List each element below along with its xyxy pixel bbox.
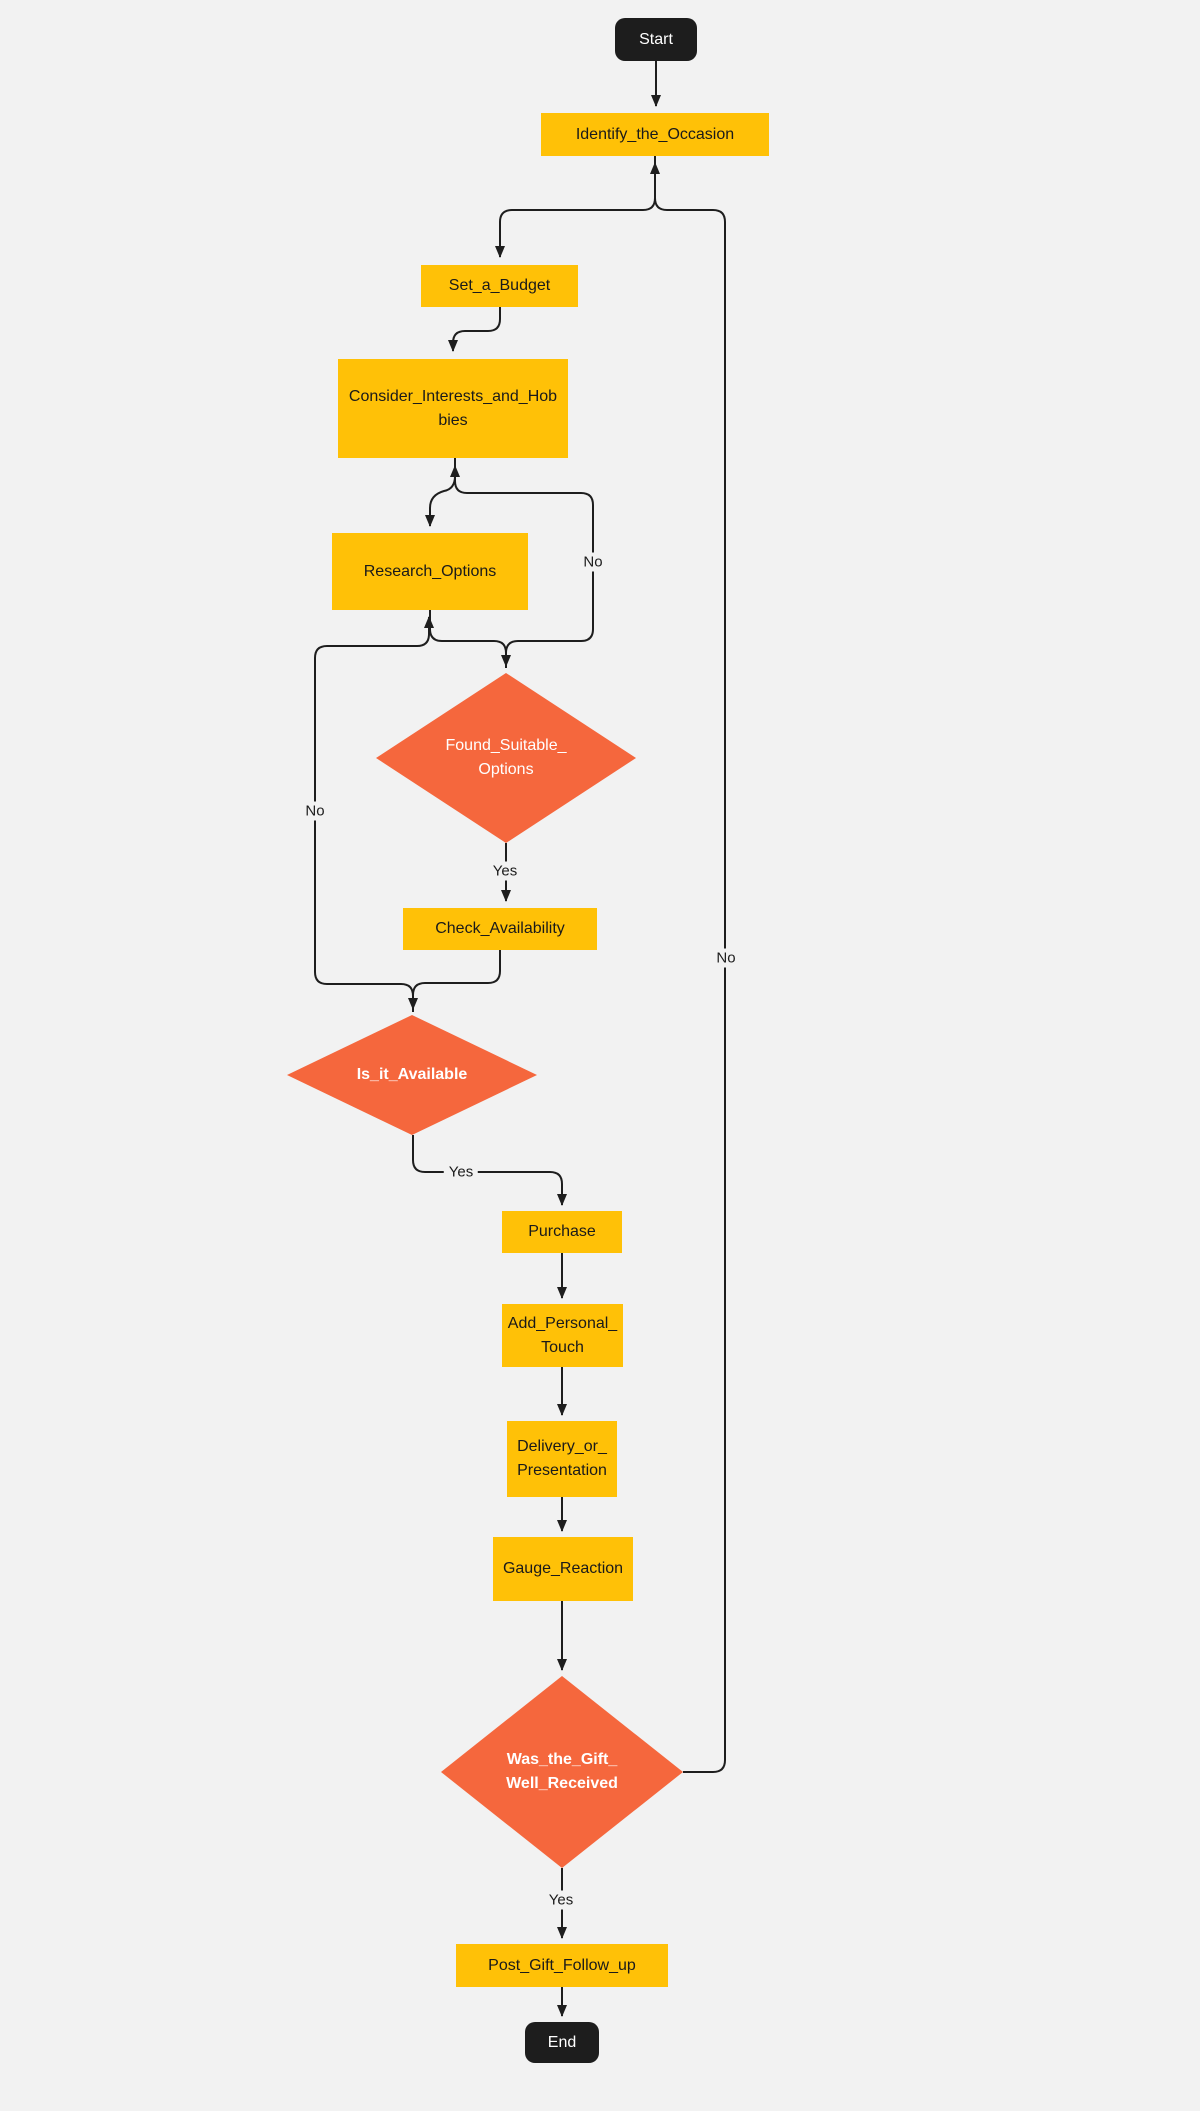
node-isit-label: Is_it_Available (357, 1063, 468, 1087)
node-label-line: End (547, 2033, 577, 2051)
node-delivery: Delivery_or_ Presentation (507, 1421, 617, 1497)
node-label-line: Gauge_Reaction (502, 1560, 624, 1577)
edge-isit-to-purchase (412, 1135, 567, 1206)
node-label-line: Start (639, 30, 673, 48)
node-wasgift-diamond (441, 1676, 683, 1868)
node-label-line: Delivery_or_ (517, 1438, 607, 1455)
node-label-line: Is_it_Available (356, 1066, 468, 1083)
node-gauge: Gauge_Reaction (493, 1537, 633, 1601)
node-touch: Add_Personal_ Touch (502, 1304, 623, 1367)
node-purchase: Purchase (502, 1211, 622, 1253)
node-check: Check_Availability (403, 908, 597, 950)
node-label-line: Was_the_Gift_ (506, 1751, 618, 1768)
node-postgift: Post_Gift_Follow_up (456, 1944, 668, 1987)
node-found-diamond (376, 673, 636, 843)
node-label-line: bies (438, 411, 468, 429)
node-research: Research_Options (332, 533, 528, 610)
edge-label-yes-found: Yes (487, 861, 523, 881)
edge-identify-to-budget (495, 156, 656, 258)
edge-label-yes-isit: Yes (443, 1162, 479, 1182)
node-label-line: Set_a_Budget (448, 277, 551, 294)
node-identify: Identify_the_Occasion (541, 113, 769, 156)
node-found-label: Found_Suitable_ Options (446, 734, 567, 782)
node-isit-diamond (287, 1015, 537, 1135)
edge-label-no-found: No (578, 552, 608, 572)
edge-budget-to-consider (448, 307, 501, 352)
node-label-line: Check_Availability (435, 920, 565, 937)
node-label-line: Well_Received (506, 1775, 618, 1792)
node-end: End (525, 2022, 599, 2063)
edge-isit-to-research (314, 616, 434, 1012)
node-label-line: Consider_Interests_and_Hob (348, 387, 558, 405)
edge-consider-to-research (425, 458, 456, 527)
node-label-line: Touch (541, 1338, 584, 1356)
edge-research-to-found (429, 610, 511, 667)
edge-wasgift-to-identify (650, 162, 726, 1773)
node-label-line: Found_Suitable_ (445, 737, 567, 754)
node-label-line: Post_Gift_Follow_up (488, 1956, 636, 1974)
node-label-line: Presentation (517, 1462, 607, 1479)
node-budget: Set_a_Budget (421, 265, 578, 307)
node-wasgift-label: Was_the_Gift_ Well_Received (506, 1748, 618, 1796)
node-label-line: Research_Options (363, 562, 497, 580)
edge-label-no-wasgift: No (711, 948, 741, 968)
node-label-line: Identify_the_Occasion (575, 125, 735, 143)
node-label-line: Add_Personal_ (507, 1314, 618, 1332)
node-label-line: Purchase (528, 1223, 596, 1240)
edge-check-to-isit (408, 950, 501, 1010)
edge-label-no-isit: No (300, 801, 330, 821)
node-start: Start (615, 18, 697, 61)
node-label-line: Options (478, 761, 534, 778)
edge-label-yes-wasgift: Yes (543, 1890, 579, 1910)
